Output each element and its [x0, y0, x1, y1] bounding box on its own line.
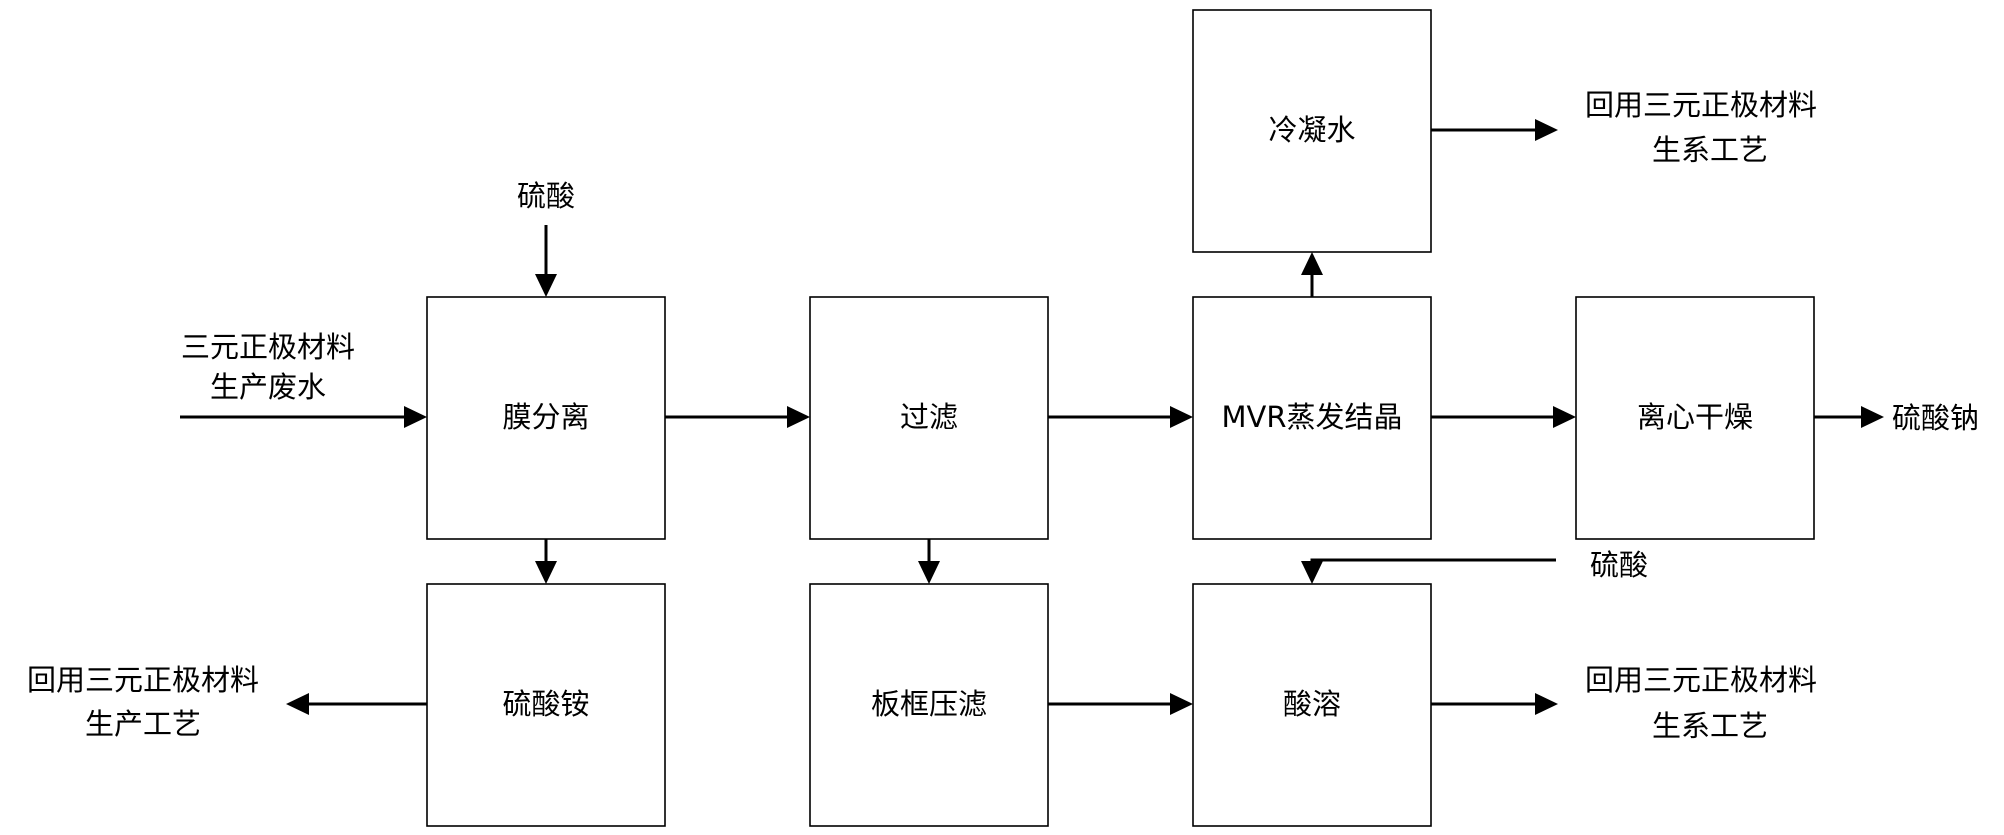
sodium-sulfate-label: 硫酸钠 [1892, 401, 1979, 435]
arrowhead [535, 561, 557, 584]
sulfuric-acid-right-line [1310, 558, 1556, 566]
recycle-top-label-line2: 生系工艺 [1652, 133, 1768, 167]
wastewater-label-line2: 生产废水 [210, 370, 326, 404]
sulfuric-acid-right-label: 硫酸 [1590, 548, 1648, 582]
arrowhead [918, 561, 940, 584]
membrane-separation-label: 膜分离 [502, 400, 589, 434]
condensate-label: 冷凝水 [1268, 113, 1355, 147]
filter-press-box [809, 583, 1049, 827]
filtration-label: 过滤 [900, 400, 958, 434]
arrowhead [1553, 406, 1576, 428]
ammonium-sulfate-box [426, 583, 666, 827]
acid-dissolution-box [1192, 583, 1432, 827]
condensate-box [1192, 9, 1432, 253]
arrowhead [1301, 561, 1323, 584]
arrowhead [1170, 406, 1193, 428]
arrowhead [404, 406, 427, 428]
mvr-evaporation-label: MVR蒸发结晶 [1221, 400, 1402, 434]
filtration-box [809, 296, 1049, 540]
ammonium-sulfate-label: 硫酸铵 [502, 687, 589, 721]
centrifuge-drying-label: 离心干燥 [1637, 400, 1753, 434]
arrowhead [787, 406, 810, 428]
arrowhead [1535, 119, 1558, 141]
acid-dissolution-label: 酸溶 [1283, 687, 1341, 721]
centrifuge-drying-box [1575, 296, 1815, 540]
arrowhead [1861, 406, 1884, 428]
filter-press-label: 板框压滤 [871, 687, 987, 721]
recycle-top-label-line1: 回用三元正极材料 [1585, 88, 1817, 122]
recycle-left-label-line1: 回用三元正极材料 [27, 663, 259, 697]
arrowhead [1301, 252, 1323, 275]
arrowhead [286, 693, 309, 715]
membrane-separation-box [426, 296, 666, 540]
wastewater-label-line1: 三元正极材料 [181, 330, 355, 364]
recycle-left-label-line2: 生产工艺 [85, 707, 201, 741]
arrowhead [1535, 693, 1558, 715]
arrowhead [1170, 693, 1193, 715]
arrowhead [535, 274, 557, 297]
sulfuric-acid-top-label: 硫酸 [517, 179, 575, 213]
recycle-bottom-label-line1: 回用三元正极材料 [1585, 663, 1817, 697]
recycle-bottom-label-line2: 生系工艺 [1652, 709, 1768, 743]
